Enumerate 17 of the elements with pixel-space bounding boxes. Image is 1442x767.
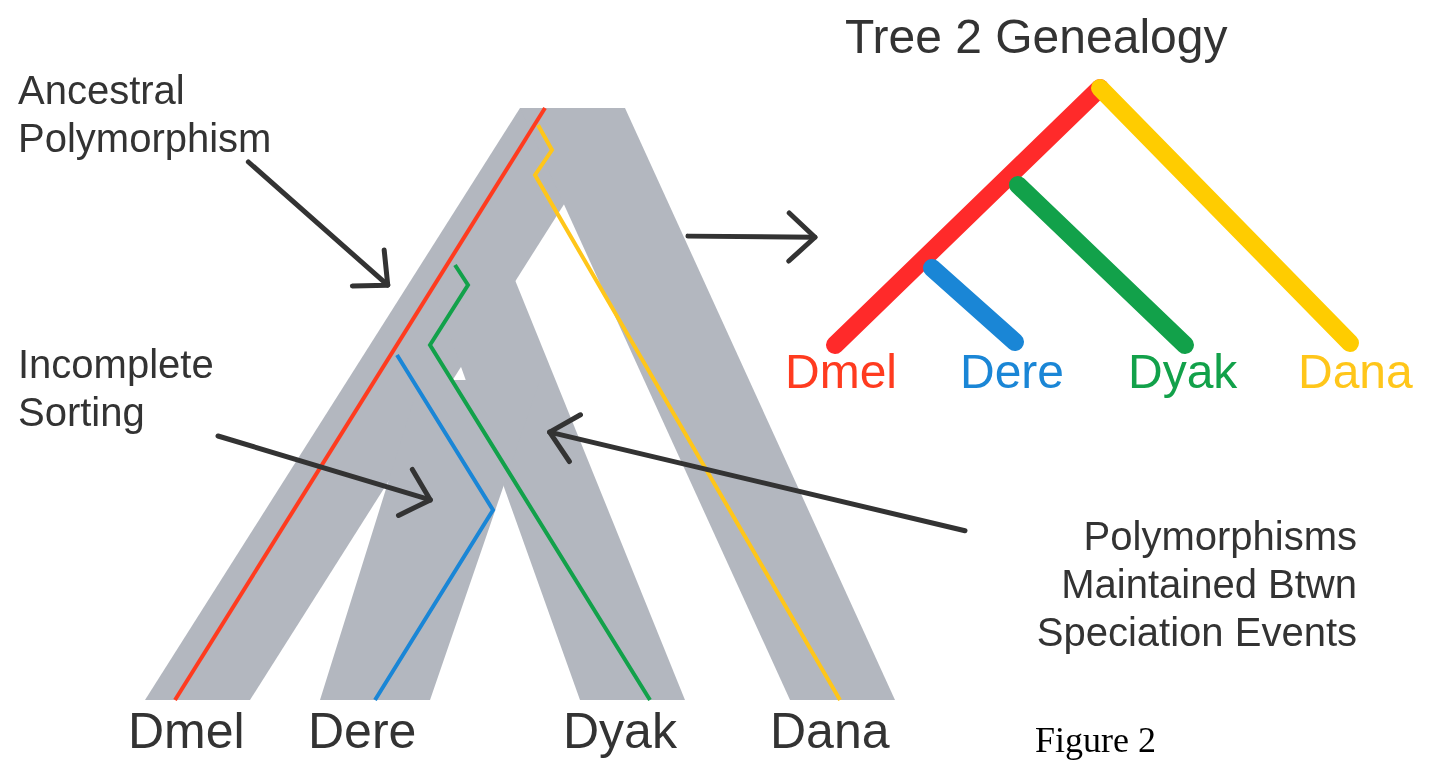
callout-text: Ancestral Polymorphism	[18, 66, 338, 162]
tree-title: Tree 2 Genealogy	[845, 9, 1228, 65]
callout-text: Polymorphisms Maintained Btwn Speciation Events	[965, 512, 1357, 656]
species-label: Dere	[308, 706, 417, 756]
species-label: Dana	[1298, 348, 1413, 396]
species-label: Dmel	[785, 348, 897, 396]
leader-line	[245, 159, 391, 289]
species-label: Dana	[770, 706, 890, 756]
figure-caption: Figure 2	[1035, 722, 1156, 758]
species-label: Dyak	[1128, 348, 1238, 396]
arrow	[685, 210, 818, 264]
leader-line	[547, 412, 968, 534]
species-label: Dere	[960, 348, 1065, 396]
callout-text: Incomplete Sorting	[18, 340, 268, 436]
species-label: Dyak	[563, 706, 677, 756]
species-label: Dmel	[128, 706, 245, 756]
leader-line	[215, 433, 433, 518]
